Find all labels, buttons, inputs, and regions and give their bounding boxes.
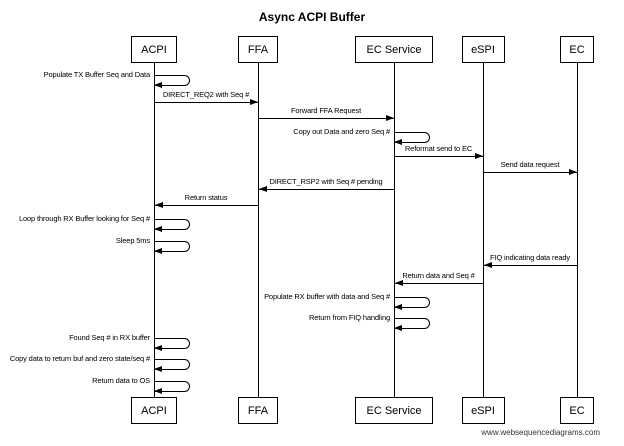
self-message-label: Populate TX Buffer Seq and Data	[43, 70, 151, 79]
message-label: Return data and Seq #	[402, 271, 475, 280]
self-message-label: Copy out Data and zero Seq #	[293, 127, 390, 136]
message-line-fiq-indicating-data-ready	[483, 265, 577, 266]
self-message-loop-populate-rx-buffer-with-data-and-seq-	[394, 297, 430, 308]
self-message-label: Copy data to return buf and zero state/s…	[9, 354, 150, 363]
self-message-loop-return-from-fiq-handling	[394, 318, 430, 329]
message-line-forward-ffa-request	[258, 118, 394, 119]
message-line-reformat-send-to-ec	[394, 156, 483, 157]
arrowhead-icon	[250, 99, 258, 105]
message-label: FIQ indicating data ready	[489, 253, 571, 262]
participant-bottom-box-ec: EC	[560, 397, 594, 424]
lifeline-ffa	[258, 63, 259, 397]
arrowhead-icon	[394, 139, 402, 145]
arrowhead-icon	[386, 115, 394, 121]
arrowhead-icon	[394, 325, 402, 331]
participant-top-box-ec-service: EC Service	[355, 36, 433, 63]
message-label: DIRECT_REQ2 with Seq #	[162, 90, 250, 99]
message-line-direct-req2-with-seq-	[154, 102, 258, 103]
lifeline-ec	[577, 63, 578, 397]
message-line-return-data-and-seq-	[394, 283, 483, 284]
arrowhead-icon	[154, 345, 162, 351]
message-label: Reformat send to EC	[404, 144, 473, 153]
message-line-direct-rsp2-with-seq-pending	[258, 189, 394, 190]
participant-top-box-acpi: ACPI	[131, 36, 177, 63]
self-message-label: Return data to OS	[92, 376, 150, 385]
message-label: Send data request	[500, 160, 560, 169]
self-message-label: Return from FIQ handling	[308, 313, 390, 322]
message-label: DIRECT_RSP2 with Seq # pending	[269, 177, 383, 186]
self-message-loop-return-data-to-os	[154, 381, 190, 392]
lifeline-ec-service	[394, 63, 395, 397]
self-message-label: Loop through RX Buffer looking for Seq #	[18, 214, 150, 223]
arrowhead-icon	[154, 366, 162, 372]
lifeline-espi	[483, 63, 484, 397]
watermark-text: www.websequencediagrams.com	[481, 428, 600, 437]
arrowhead-icon	[154, 388, 162, 394]
arrowhead-icon	[155, 202, 163, 208]
arrowhead-icon	[395, 280, 403, 286]
participant-top-box-ec: EC	[560, 36, 594, 63]
arrowhead-icon	[394, 304, 402, 310]
self-message-loop-populate-tx-buffer-seq-and-data	[154, 75, 190, 86]
participant-top-box-espi: eSPI	[461, 36, 505, 63]
self-message-label: Found Seq # in RX buffer	[69, 333, 150, 342]
self-message-loop-found-seq-in-rx-buffer	[154, 338, 190, 349]
self-message-loop-loop-through-rx-buffer-looking-for-seq-	[154, 219, 190, 230]
message-line-return-status	[154, 205, 258, 206]
message-label: Return status	[184, 193, 228, 202]
participant-bottom-box-ffa: FFA	[238, 397, 278, 424]
message-line-send-data-request	[483, 172, 577, 173]
self-message-label: Populate RX buffer with data and Seq #	[264, 292, 390, 301]
participant-bottom-box-espi: eSPI	[461, 397, 505, 424]
self-message-loop-sleep-5ms	[154, 241, 190, 252]
message-label: Forward FFA Request	[290, 106, 362, 115]
arrowhead-icon	[154, 226, 162, 232]
arrowhead-icon	[154, 82, 162, 88]
arrowhead-icon	[484, 262, 492, 268]
self-message-loop-copy-data-to-return-buf-and-zero-state-seq-	[154, 359, 190, 370]
arrowhead-icon	[259, 186, 267, 192]
self-message-loop-copy-out-data-and-zero-seq-	[394, 132, 430, 143]
participant-bottom-box-acpi: ACPI	[131, 397, 177, 424]
arrowhead-icon	[154, 248, 162, 254]
diagram-title: Async ACPI Buffer	[258, 10, 366, 24]
participant-top-box-ffa: FFA	[238, 36, 278, 63]
arrowhead-icon	[475, 153, 483, 159]
participant-bottom-box-ec-service: EC Service	[355, 397, 433, 424]
arrowhead-icon	[569, 169, 577, 175]
self-message-label: Sleep 5ms	[115, 236, 150, 245]
